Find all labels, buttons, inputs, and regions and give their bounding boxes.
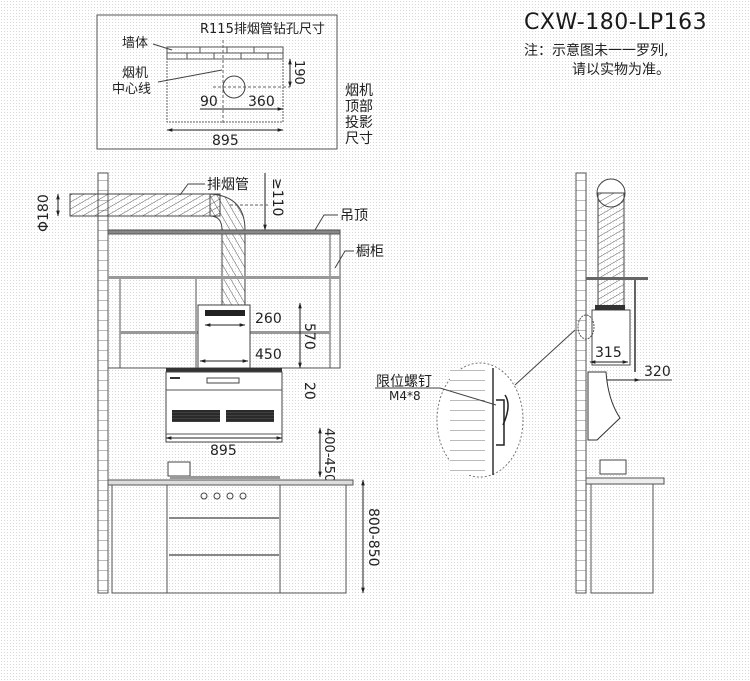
hood-glass-panel xyxy=(166,368,282,372)
side-base-cabinet xyxy=(590,483,654,594)
drawer-line-1 xyxy=(169,517,279,519)
centerline-label-2: 中心线 xyxy=(112,82,151,97)
side-countertop xyxy=(585,477,665,485)
centerline-label-1: 烟机 xyxy=(122,66,148,81)
wall-bricks xyxy=(166,46,284,60)
knob-3 xyxy=(226,492,234,500)
pipe-diameter: Φ180 xyxy=(36,194,52,232)
side-label-4: 尺寸 xyxy=(345,131,373,147)
cabinet-label: 橱柜 xyxy=(356,244,384,260)
drill-hole xyxy=(222,75,246,99)
ceiling-leader xyxy=(314,214,338,231)
dim-570: 570 xyxy=(301,323,317,350)
pipe-leader xyxy=(179,183,205,196)
dim-895-top: 895 xyxy=(212,133,239,149)
side-label-2: 顶部 xyxy=(345,99,373,115)
screw-leader xyxy=(375,387,497,406)
dim-360: 360 xyxy=(248,94,275,110)
drawer-line-2 xyxy=(169,554,279,556)
screw-label: 限位螺钉 xyxy=(376,374,432,390)
note-line-1: 注：示意图未一一罗列, xyxy=(524,43,669,59)
dim-800-850: 800-850 xyxy=(365,508,381,567)
wall-label: 墙体 xyxy=(122,36,148,51)
projection-frame xyxy=(96,14,338,150)
side-label-3: 投影 xyxy=(345,115,373,131)
side-detail-marker xyxy=(577,314,595,340)
side-label-1: 烟机 xyxy=(345,83,373,99)
front-view: Φ180 排烟管 ≥110 吊顶 橱柜 260 450 570 20 xyxy=(36,172,384,594)
dim-90: 90 xyxy=(200,94,218,110)
ceiling-label: 吊顶 xyxy=(340,208,368,224)
cooktop xyxy=(170,476,280,479)
screw-spec: M4*8 xyxy=(389,389,421,403)
exhaust-pipe-elbow xyxy=(209,193,246,306)
dim-450: 450 xyxy=(255,347,282,363)
hood-grille-right xyxy=(226,410,274,422)
knob-2 xyxy=(213,492,221,500)
dim-320: 320 xyxy=(644,364,671,380)
side-view: 315 320 xyxy=(575,172,672,594)
hood-grille-left xyxy=(172,410,220,422)
dim-190: 190 xyxy=(291,60,306,85)
model-title: CXW-180-LP163 xyxy=(524,10,708,35)
dim-260: 260 xyxy=(255,311,282,327)
front-wall xyxy=(97,172,109,594)
dim-315: 315 xyxy=(595,345,622,361)
cabinet-shelf xyxy=(108,276,340,279)
ceiling xyxy=(107,229,341,235)
side-ceiling xyxy=(586,277,648,280)
hood-motor-top xyxy=(205,310,245,316)
screw-detail: 限位螺钉 M4*8 xyxy=(375,329,576,478)
side-hood-panel xyxy=(587,371,621,441)
hood-logo xyxy=(170,377,180,379)
detail-pointer xyxy=(514,329,576,386)
knob-1 xyxy=(200,492,208,500)
disclaimer-note: 注：示意图未一一罗列, 请以实物为准。 xyxy=(524,42,670,80)
pipe-label: 排烟管 xyxy=(207,177,249,193)
side-pipe xyxy=(597,192,625,309)
hood-lower-body xyxy=(165,371,283,443)
dim-20: 20 xyxy=(301,382,317,400)
top-projection-panel: R115排烟管钻孔尺寸 墙体 烟机 中心线 190 90 360 895 烟机 xyxy=(96,14,373,150)
base-cabinet xyxy=(111,484,347,594)
detail-bricks xyxy=(450,370,485,475)
hood-footprint xyxy=(166,58,284,123)
detail-hook xyxy=(502,394,509,426)
pot xyxy=(167,461,191,477)
note-line-2: 请以实物为准。 xyxy=(572,62,670,78)
side-hood-body xyxy=(591,309,631,366)
cabinet-leader xyxy=(334,250,354,269)
exhaust-pipe-horizontal xyxy=(69,193,221,217)
side-hood-top xyxy=(595,305,625,310)
countertop xyxy=(107,479,354,486)
centerline-leader xyxy=(157,69,223,83)
hood-control-strip xyxy=(206,377,240,384)
projection-title: R115排烟管钻孔尺寸 xyxy=(200,22,325,37)
dim-895-front: 895 xyxy=(210,443,237,459)
side-pot xyxy=(599,459,627,475)
ceiling-gap: ≥110 xyxy=(269,178,285,216)
dim-400-450: 400-450 xyxy=(321,428,336,482)
side-wall xyxy=(575,172,587,594)
knob-4 xyxy=(239,492,247,500)
wall-leader xyxy=(152,43,173,51)
